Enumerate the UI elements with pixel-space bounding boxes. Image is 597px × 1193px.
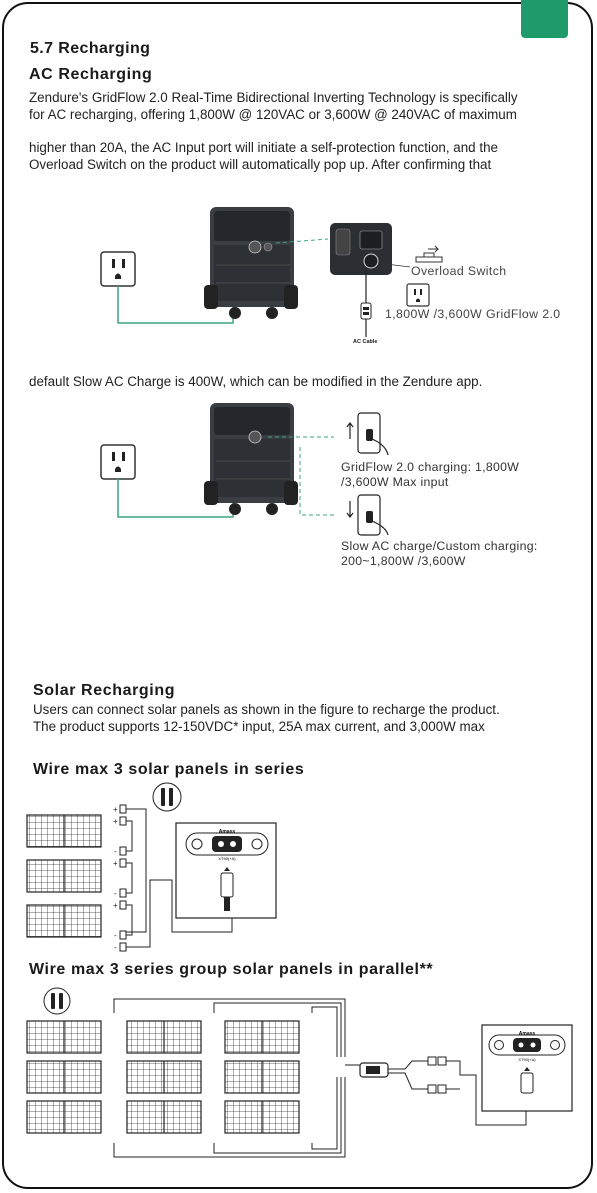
fast-charge-label: GridFlow 2.0 charging: 1,800W /3,600W Ma…	[341, 460, 520, 489]
ac-input-panel-closeup	[330, 223, 392, 275]
solar-panel	[26, 904, 102, 938]
branch-connector	[359, 1062, 389, 1078]
solar-panel	[224, 1020, 300, 1054]
parallel-wiring-diagram: Amass XT90(+A)	[26, 987, 573, 1158]
mc4-connector-icon	[43, 987, 71, 1015]
small-outlet-icon	[406, 283, 430, 307]
wall-outlet-icon	[100, 251, 136, 287]
ac-protect-line-1: higher than 20A, the AC Input port will …	[29, 140, 498, 155]
power-station-device	[204, 207, 298, 319]
ac-charge-mode-diagram	[100, 403, 389, 536]
svg-text:-: -	[114, 889, 117, 898]
section-tab-marker	[521, 0, 568, 38]
solar-panel	[224, 1060, 300, 1094]
xt90-input-port	[185, 832, 269, 856]
gridflow-label: 1,800W /3,600W GridFlow 2.0	[385, 307, 561, 321]
port-model: XT90(+A)	[518, 1057, 536, 1062]
overload-switch-label: Overload Switch	[411, 264, 507, 278]
series-heading: Wire max 3 solar panels in series	[33, 761, 305, 778]
solar-line-2: The product supports 12-150VDC* input, 2…	[33, 719, 485, 734]
parallel-heading: Wire max 3 series group solar panels in …	[29, 961, 434, 978]
ac-recharging-heading: AC Recharging	[29, 66, 153, 83]
solar-panel	[126, 1020, 202, 1054]
svg-text:-: -	[114, 847, 117, 856]
wall-outlet-icon	[100, 444, 136, 480]
svg-text:+: +	[113, 859, 118, 868]
solar-panel	[126, 1060, 202, 1094]
ac-intro-line-2: for AC recharging, offering 1,800W @ 120…	[29, 107, 517, 122]
solar-panel	[224, 1100, 300, 1134]
xt90-input-port	[488, 1034, 566, 1056]
solar-line-1: Users can connect solar panels as shown …	[33, 702, 500, 717]
solar-panel	[126, 1100, 202, 1134]
power-station-device	[204, 403, 298, 515]
port-model: XT90(+A)	[218, 856, 236, 861]
hand-press-up-icon	[346, 412, 389, 456]
port-brand: Amass	[219, 829, 236, 835]
svg-text:+: +	[113, 817, 118, 826]
port-brand: Amass	[519, 1031, 536, 1037]
solar-panel	[26, 814, 102, 848]
ac-intro-line-1: Zendure's GridFlow 2.0 Real-Time Bidirec…	[29, 90, 518, 105]
ac-cable-plug-icon	[360, 271, 372, 337]
solar-panel	[26, 859, 102, 893]
section-title: 5.7 Recharging	[30, 40, 151, 57]
ac-recharge-diagram	[100, 207, 443, 337]
solar-panel	[26, 1060, 102, 1094]
slow-charge-label: Slow AC charge/Custom charging: 200~1,80…	[341, 539, 538, 568]
slow-charge-line: default Slow AC Charge is 400W, which ca…	[29, 374, 483, 389]
solar-recharging-heading: Solar Recharging	[33, 682, 176, 699]
hand-press-down-icon	[346, 494, 389, 536]
series-wiring-diagram: + + - + - + - - Amass XT90(+A)	[26, 782, 277, 952]
solar-panel	[26, 1100, 102, 1134]
solar-panel	[26, 1020, 102, 1054]
ac-cable-label: AC Cable	[353, 339, 378, 345]
svg-text:-: -	[114, 943, 117, 952]
svg-text:-: -	[114, 931, 117, 940]
ac-protect-line-2: Overload Switch on the product will auto…	[29, 157, 492, 172]
overload-switch-icon	[415, 245, 443, 263]
svg-text:+: +	[113, 805, 118, 814]
mc4-connector-icon	[152, 782, 182, 812]
svg-text:+: +	[113, 901, 118, 910]
